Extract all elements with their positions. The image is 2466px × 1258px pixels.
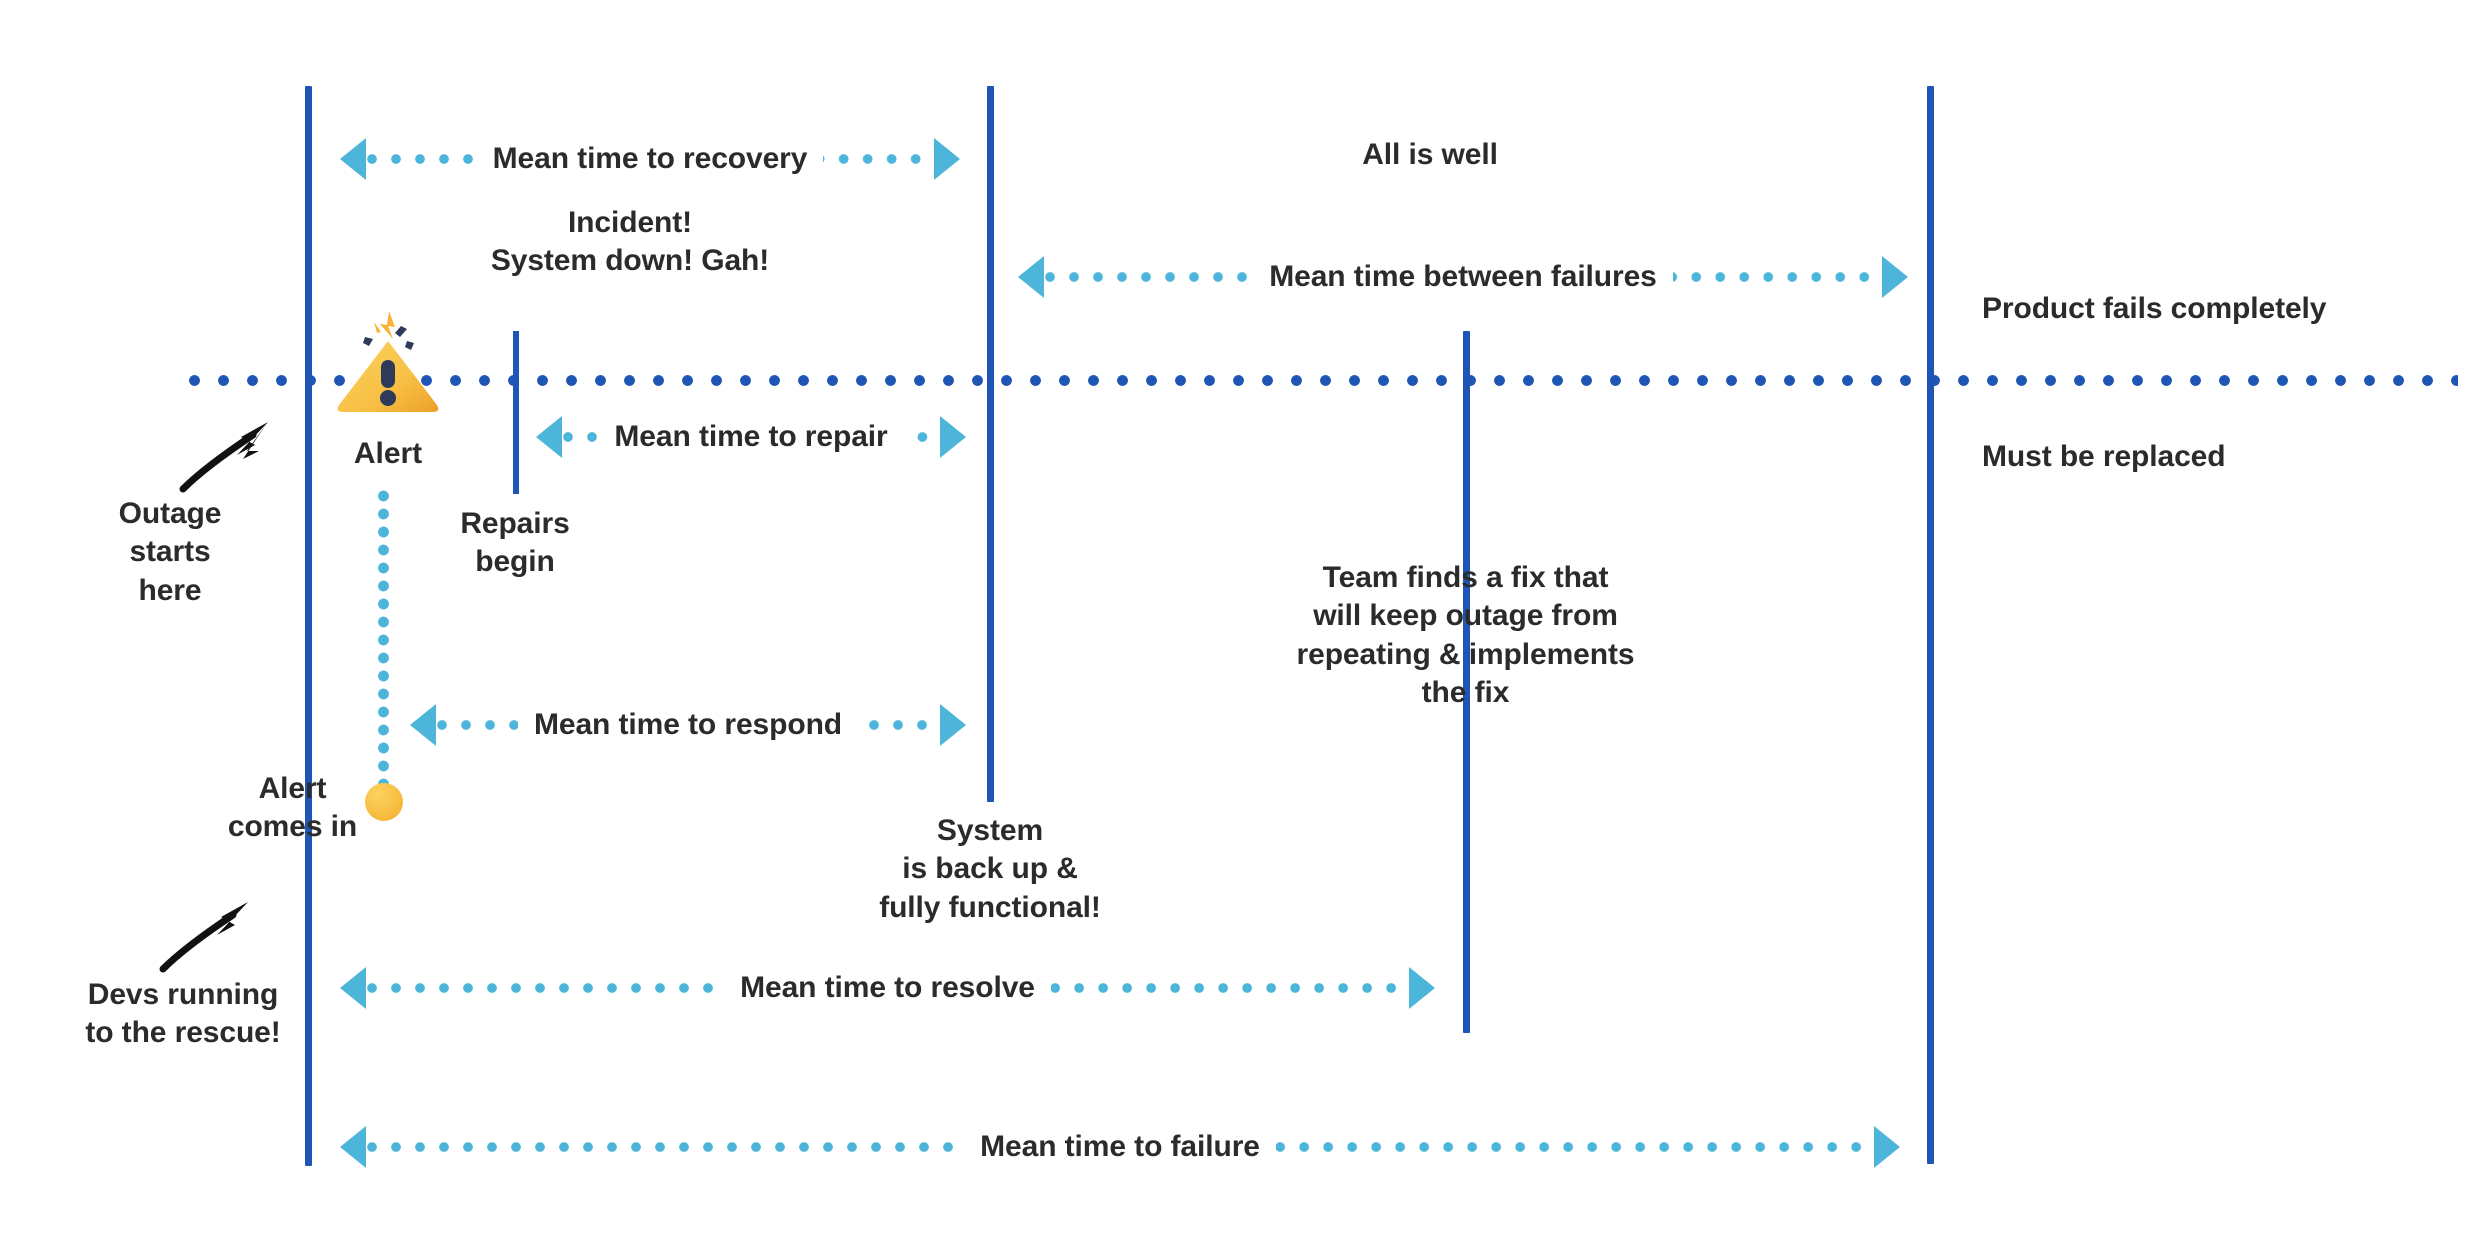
measure-label: Mean time to resolve (740, 971, 1035, 1004)
dot-segment-right (1672, 271, 1882, 283)
annotation-team-finds-fix: Team finds a fix that will keep outage f… (1296, 561, 1635, 710)
alert-warning-icon (333, 305, 443, 415)
dot-segment-left (562, 431, 599, 443)
measure-mean-time-to-failure: Mean time to failure (340, 1124, 1901, 1170)
arrow-right-icon (1874, 1126, 1901, 1168)
annotation-system-back-up: System is back up & fully functional! (879, 814, 1101, 924)
arrow-left-icon (536, 416, 562, 458)
milestone-line-system-back-up (987, 86, 994, 802)
milestone-line-team-finds-fix-lower (1463, 556, 1470, 1033)
annotation-product-fails-completely: Product fails completely (1982, 292, 2327, 325)
arrow-left-icon (340, 967, 366, 1009)
milestone-line-repairs-begin (513, 331, 519, 494)
arrow-right-icon (1409, 967, 1436, 1009)
measure-mean-time-between-failures: Mean time between failures (1018, 254, 1908, 300)
curved-arrow-devs-running-icon (155, 895, 265, 975)
annotation-repairs-begin: Repairs begin (460, 507, 570, 579)
arrow-right-icon (1882, 256, 1908, 298)
alert-connector-dotted (377, 488, 390, 788)
dot-segment-right (823, 153, 934, 165)
arrow-right-icon (940, 704, 967, 746)
alert-comes-in-dot (365, 783, 403, 821)
annotation-must-be-replaced: Must be replaced (1982, 440, 2226, 473)
dot-segment-left (366, 153, 477, 165)
measure-label: Mean time between failures (1269, 260, 1657, 293)
dot-segment-right (903, 431, 941, 443)
alert-label: Alert (353, 437, 423, 470)
annotation-outage-starts-here: Outage starts here (118, 497, 222, 607)
measure-label: Mean time to repair (614, 420, 888, 453)
dot-segment-left (366, 1141, 965, 1153)
measure-label: Mean time to failure (980, 1130, 1260, 1163)
measure-mean-time-to-recovery: Mean time to recovery (340, 136, 960, 182)
measure-mean-time-to-resolve: Mean time to resolve (340, 965, 1436, 1011)
measure-label: Mean time to recovery (492, 142, 808, 175)
measure-label: Mean time to respond (533, 708, 843, 741)
dot-segment-right (1050, 982, 1410, 994)
arrow-left-icon (340, 138, 366, 180)
measure-mean-time-to-respond: Mean time to respond (410, 702, 967, 748)
dot-segment-left (366, 982, 725, 994)
arrow-left-icon (340, 1126, 366, 1168)
annotation-all-is-well: All is well (1362, 138, 1498, 171)
milestone-line-outage-start (305, 86, 312, 1166)
annotation-incident: Incident! System down! Gah! (490, 206, 770, 278)
dot-segment-left (1044, 271, 1254, 283)
dot-segment-right (858, 719, 941, 731)
curved-arrow-outage-starts-icon (175, 415, 285, 495)
dot-segment-left (436, 719, 518, 731)
annotation-alert-comes-in: Alert comes in (227, 772, 358, 844)
arrow-left-icon (1018, 256, 1044, 298)
dot-segment-right (1275, 1141, 1875, 1153)
milestone-line-product-fails (1927, 86, 1934, 1164)
measure-mean-time-to-repair: Mean time to repair (536, 414, 967, 460)
annotation-devs-running: Devs running to the rescue! (85, 978, 281, 1050)
arrow-right-icon (934, 138, 960, 180)
timeline-axis-dotted (188, 374, 2458, 387)
milestone-line-team-finds-fix-upper (1463, 331, 1470, 557)
arrow-right-icon (940, 416, 967, 458)
arrow-left-icon (410, 704, 436, 746)
